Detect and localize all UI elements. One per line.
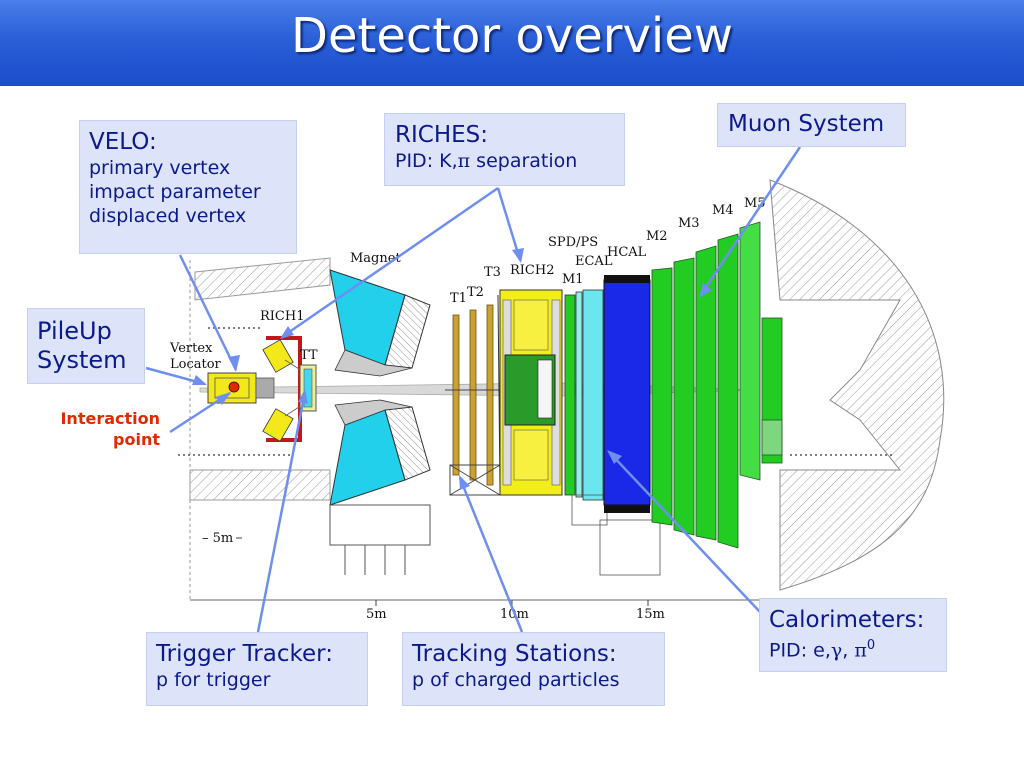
calorimeters-callout: Calorimeters: PID: e,γ, π0 — [759, 598, 947, 672]
spd-ps — [575, 291, 583, 498]
label-m3: M3 — [678, 216, 700, 231]
magnet — [329, 269, 431, 575]
trigger-tracker-line: p for trigger — [156, 669, 271, 691]
tracking-line: p of charged particles — [412, 669, 620, 691]
label-ecal: ECAL — [575, 254, 613, 269]
muon-callout: Muon System — [717, 103, 906, 147]
label-m2: M2 — [646, 229, 668, 244]
label-locator: Locator — [170, 357, 222, 372]
tracking-callout: Tracking Stations: p of charged particle… — [402, 632, 665, 706]
axis-y-tick: – 5m — [202, 531, 233, 546]
label-t3: T3 — [484, 265, 501, 280]
diagram-labels: Vertex Locator RICH1 TT Magnet T1 T2 T3 … — [169, 196, 766, 622]
muon-heading: Muon System — [728, 111, 885, 137]
riches-heading: RICHES: — [395, 122, 488, 148]
tracking-heading: Tracking Stations: — [412, 641, 617, 667]
label-rich2: RICH2 — [510, 263, 554, 278]
arrow-heads — [192, 248, 712, 490]
velo-line-2: impact parameter — [89, 181, 261, 203]
label-tt: TT — [300, 348, 318, 363]
tracking-arrow — [458, 477, 524, 633]
label-hcal: HCAL — [607, 245, 647, 260]
rich2-detector — [497, 289, 563, 496]
label-t2: T2 — [467, 285, 484, 300]
slide-title: Detector overview — [291, 8, 733, 64]
velo-line-3: displaced vertex — [89, 205, 247, 227]
riches-rich2-arrow — [496, 187, 522, 261]
velo-heading: VELO: — [89, 129, 157, 155]
calorimeters-line: PID: e,γ, π0 — [769, 638, 876, 662]
velo-arrow — [178, 254, 238, 371]
muon-arrow — [698, 146, 802, 297]
interaction-point-label: Interaction point — [20, 408, 160, 450]
label-spd-ps: SPD/PS — [548, 235, 598, 250]
label-t1: T1 — [450, 291, 467, 306]
trigger-tracker-arrow — [256, 391, 307, 633]
cavern-outline — [189, 179, 945, 601]
ecal — [571, 289, 608, 526]
trigger-tracker-heading: Trigger Tracker: — [156, 641, 333, 667]
m1-chamber — [564, 294, 576, 496]
dotted-lines — [178, 327, 895, 456]
label-m1: M1 — [562, 272, 584, 287]
hcal — [599, 275, 661, 576]
pileup-line-2: System — [37, 346, 127, 374]
interaction-line-2: point — [113, 430, 160, 449]
riches-line: PID: K,π separation — [395, 150, 578, 172]
pileup-callout: PileUp System — [27, 308, 145, 384]
tracking-stations — [452, 304, 494, 486]
label-m4: M4 — [712, 203, 734, 218]
axis-x-tick-15m: 15m — [636, 607, 665, 622]
muon-stations — [651, 221, 783, 549]
label-vertex: Vertex — [169, 341, 213, 356]
pileup-line-1: PileUp — [37, 317, 112, 345]
riches-rich1-arrow — [281, 186, 499, 339]
calorimeters-heading: Calorimeters: — [769, 607, 925, 633]
interaction-line-1: Interaction — [60, 409, 160, 428]
velo-callout: VELO: primary vertex impact parameter di… — [79, 120, 297, 254]
title-bar — [0, 0, 1024, 86]
axis-x-tick-5m: 5m — [366, 607, 387, 622]
velo-line-1: primary vertex — [89, 157, 231, 179]
riches-callout: RICHES: PID: K,π separation — [384, 113, 625, 186]
trigger-tracker-callout: Trigger Tracker: p for trigger — [146, 632, 368, 706]
label-rich1: RICH1 — [260, 309, 304, 324]
calorimeter-arrow — [609, 452, 761, 613]
